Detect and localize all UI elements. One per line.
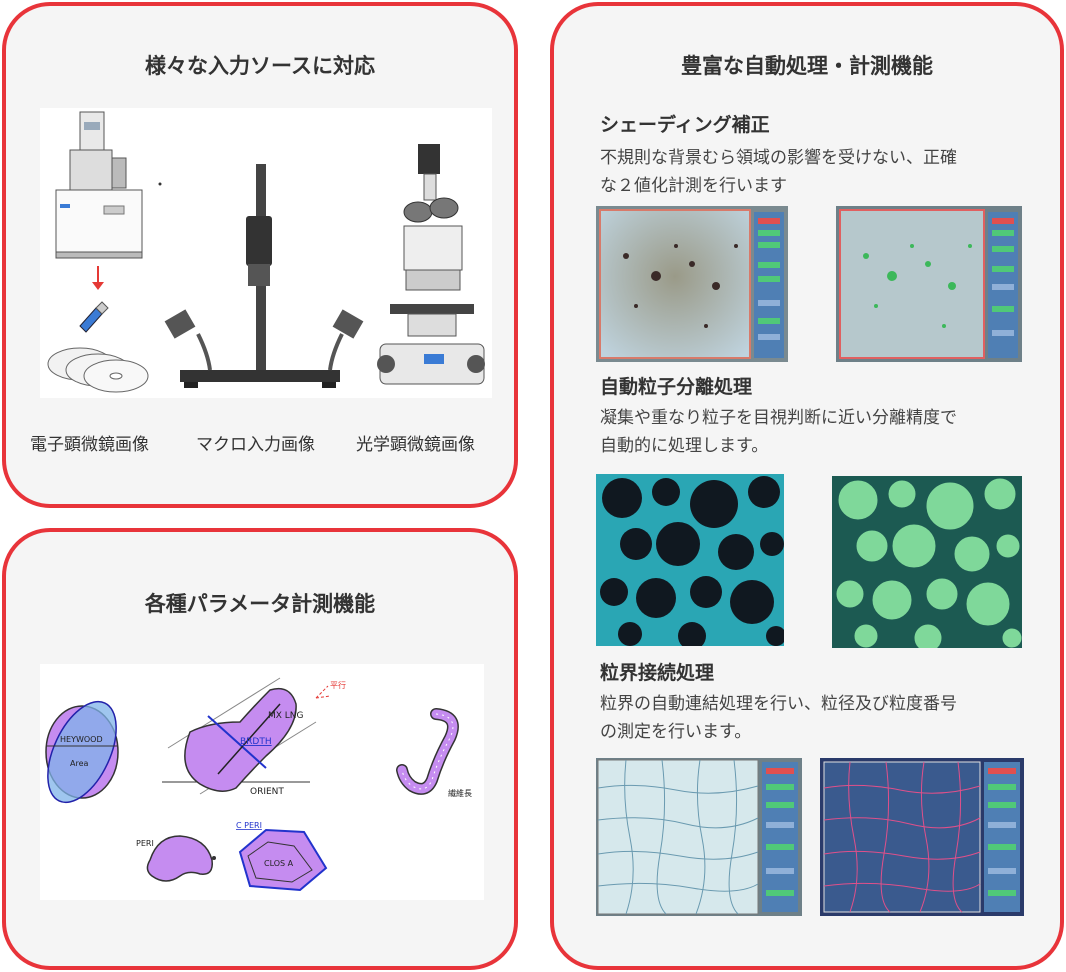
grain-boundary-title: 粒界接続処理 [600,662,715,684]
perimeter-shape [146,835,216,882]
particles-before-image [596,474,784,646]
auto-processing-card: 豊富な自動処理・計測機能 シェーディング補正 不規則な背景むら領域の影響を受けな… [550,2,1064,970]
fiber-length-shape [396,708,459,795]
optical-microscope-icon [377,144,485,385]
parameter-measurement-title: 各種パラメータ計測機能 [144,592,376,616]
macro-copy-stand-icon [164,164,364,388]
arrow-down-icon [92,266,104,290]
label-clos-a: CLOS A [264,859,294,868]
label-heywood: HEYWOOD [60,735,103,744]
parameter-diagram: HEYWOOD Area MX LNG BRDTH ORIENT 平行 [40,664,484,900]
input-sources-card: 様々な入力ソースに対応 [2,2,518,508]
label-mx-lng: MX LNG [268,711,304,721]
input-sources-illustration [40,108,492,398]
label-fiber-length: 繊維長 [448,788,472,798]
shading-correction-body: 不規則な背景むら領域の影響を受けない、正確 な２値化計測を行います [600,148,957,196]
grain-boundary-body: 粒界の自動連結処理を行い、粒径及び粒度番号 の測定を行います。 [600,694,957,742]
label-orient: ORIENT [250,787,284,797]
grain-before-image [596,758,802,916]
shading-correction-title: シェーディング補正 [600,114,770,136]
caption-macro-input: マクロ入力画像 [196,435,315,455]
convex-perimeter-shape [238,828,328,892]
particles-after-image [832,476,1022,648]
grain-after-image [820,758,1024,916]
label-peri: PERI [136,839,154,848]
parameter-measurement-card: 各種パラメータ計測機能 HEYWOOD Area MX LNG BR [2,528,518,970]
heywood-area-shape [45,700,119,804]
caption-electron-microscope: 電子顕微鏡画像 [30,435,149,455]
electron-microscope-icon [55,111,143,259]
shading-before-image [596,206,788,362]
feret-blob-shape [162,677,331,795]
disc-icon [47,347,149,393]
auto-processing-title: 豊富な自動処理・計測機能 [681,54,933,78]
label-c-peri: C PERI [236,821,262,830]
particle-separation-title: 自動粒子分離処理 [600,376,753,398]
input-sources-title: 様々な入力ソースに対応 [145,54,375,78]
usb-drive-icon [79,301,109,333]
label-parallel: 平行 [330,680,346,690]
shading-after-image [836,206,1022,362]
label-area: Area [70,759,89,768]
particle-separation-body: 凝集や重なり粒子を目視判断に近い分離精度で 自動的に処理します。 [600,408,957,456]
label-brdth: BRDTH [240,737,272,747]
caption-optical-microscope: 光学顕微鏡画像 [356,435,475,455]
